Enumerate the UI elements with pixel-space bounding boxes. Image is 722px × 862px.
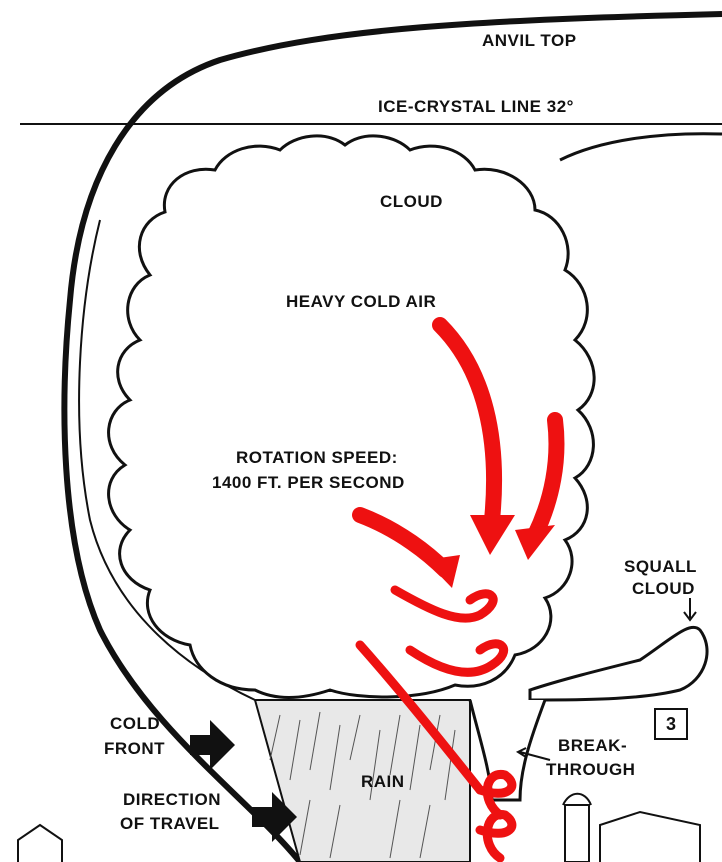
direction-label-line2: OF TRAVEL [120, 813, 220, 834]
cloud-right-edge [560, 134, 722, 160]
cloud-body [109, 136, 595, 698]
rotation-speed-label-line2: 1400 FT. PER SECOND [212, 472, 405, 493]
breakthrough-label-line2: THROUGH [546, 759, 635, 780]
squall-cloud-label-line1: SQUALL [624, 556, 697, 577]
squall-cloud-label-line2: CLOUD [632, 578, 695, 599]
cold-front-label-line2: FRONT [104, 738, 165, 759]
figure-number-box: 3 [654, 708, 688, 740]
breakthrough-label-line1: BREAK- [558, 735, 627, 756]
cloud-label: CLOUD [380, 191, 443, 212]
direction-label-line1: DIRECTION [123, 789, 221, 810]
anvil-top-label: ANVIL TOP [482, 30, 577, 51]
squall-pointer [684, 598, 696, 620]
rotation-speed-label-line1: ROTATION SPEED: [236, 447, 398, 468]
cold-front-label-line1: COLD [110, 713, 160, 734]
cold-front-arrow [190, 720, 235, 770]
ice-crystal-line-label: ICE-CRYSTAL LINE 32° [378, 96, 574, 117]
heavy-cold-air-label: HEAVY COLD AIR [286, 291, 436, 312]
squall-cloud [530, 627, 707, 700]
rain-label: RAIN [361, 771, 405, 792]
